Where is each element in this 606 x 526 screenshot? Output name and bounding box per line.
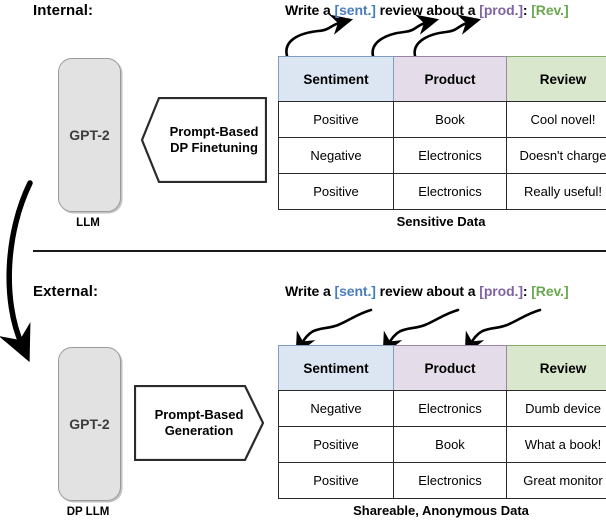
callout-generation[interactable]: Prompt-Based Generation — [133, 384, 265, 462]
table-caption-sensitive: Sensitive Data — [396, 214, 486, 229]
cell-sentiment: Negative — [278, 137, 394, 174]
table-header-row: Sentiment Product Review — [278, 56, 606, 102]
llm-box-label: GPT-2 — [69, 127, 110, 143]
panel-internal: Internal: GPT-2 LLM Prompt-Based DP Fine… — [33, 2, 606, 229]
table-caption-shareable: Shareable, Anonymous Data — [353, 503, 529, 518]
llm-caption-external: DP LLM — [66, 506, 110, 518]
callout-dp-finetuning[interactable]: Prompt-Based DP Finetuning — [140, 96, 268, 184]
prompt-token-product: [prod.] — [479, 2, 523, 18]
table-header-review: Review — [506, 56, 606, 102]
callout-shape-left — [140, 96, 268, 184]
llm-box-label: GPT-2 — [69, 416, 110, 432]
table-header-product: Product — [393, 345, 507, 391]
prompt-token-sentiment: [sent.] — [334, 283, 376, 299]
cell-product: Electronics — [393, 173, 507, 210]
prompt-token-review: [Rev.] — [531, 283, 569, 299]
table-header-product: Product — [393, 56, 507, 102]
cell-product: Electronics — [393, 390, 507, 427]
panel-divider — [33, 250, 606, 252]
prompt-token-review: [Rev.] — [531, 2, 569, 18]
cell-sentiment: Negative — [278, 390, 394, 427]
prompt-line-external: Write a [sent.] review about a [prod.]: … — [285, 283, 569, 299]
cell-product: Electronics — [393, 462, 507, 499]
cell-product: Electronics — [393, 137, 507, 174]
prompt-token-product: [prod.] — [479, 283, 523, 299]
table-row: Negative Electronics Doesn't charge — [278, 137, 606, 174]
prompt-token-sentiment: [sent.] — [334, 2, 376, 18]
table-header-sentiment: Sentiment — [278, 345, 394, 391]
table-row: Negative Electronics Dumb device — [278, 390, 606, 427]
llm-box-external[interactable]: GPT-2 — [58, 347, 121, 501]
sensitive-data-table: Sentiment Product Review Positive Book C… — [278, 56, 606, 210]
table-header-sentiment: Sentiment — [278, 56, 394, 102]
cell-review: Dumb device — [506, 390, 606, 427]
prompt-prefix: Write a — [285, 283, 335, 299]
cell-review: Great monitor — [506, 462, 606, 499]
table-header-review: Review — [506, 345, 606, 391]
llm-box-internal[interactable]: GPT-2 — [58, 58, 121, 212]
prompt-prefix: Write a — [285, 2, 335, 18]
panel-external: External: GPT-2 DP LLM Prompt-Based Gene… — [0, 263, 606, 526]
prompt-line-internal: Write a [sent.] review about a [prod.]: … — [285, 2, 569, 18]
cell-product: Book — [393, 101, 507, 138]
prompt-middle: review about a — [375, 2, 480, 18]
shareable-data-table: Sentiment Product Review Negative Electr… — [278, 345, 606, 499]
table-row: Positive Electronics Really useful! — [278, 173, 606, 210]
table-row: Positive Book Cool novel! — [278, 101, 606, 138]
cell-review: Doesn't charge — [506, 137, 606, 174]
table-row: Positive Book What a book! — [278, 426, 606, 463]
section-label-internal: Internal: — [33, 2, 94, 19]
cell-review: Cool novel! — [506, 101, 606, 138]
prompt-middle: review about a — [375, 283, 480, 299]
table-row: Positive Electronics Great monitor — [278, 462, 606, 499]
cell-sentiment: Positive — [278, 462, 394, 499]
prompt-separator: : — [522, 283, 532, 299]
callout-shape-right — [133, 384, 265, 462]
table-header-row: Sentiment Product Review — [278, 345, 606, 391]
cell-review: Really useful! — [506, 173, 606, 210]
cell-review: What a book! — [506, 426, 606, 463]
cell-sentiment: Positive — [278, 426, 394, 463]
section-label-external: External: — [33, 283, 99, 300]
cell-sentiment: Positive — [278, 173, 394, 210]
prompt-separator: : — [522, 2, 532, 18]
llm-caption-internal: LLM — [76, 217, 100, 229]
cell-product: Book — [393, 426, 507, 463]
cell-sentiment: Positive — [278, 101, 394, 138]
